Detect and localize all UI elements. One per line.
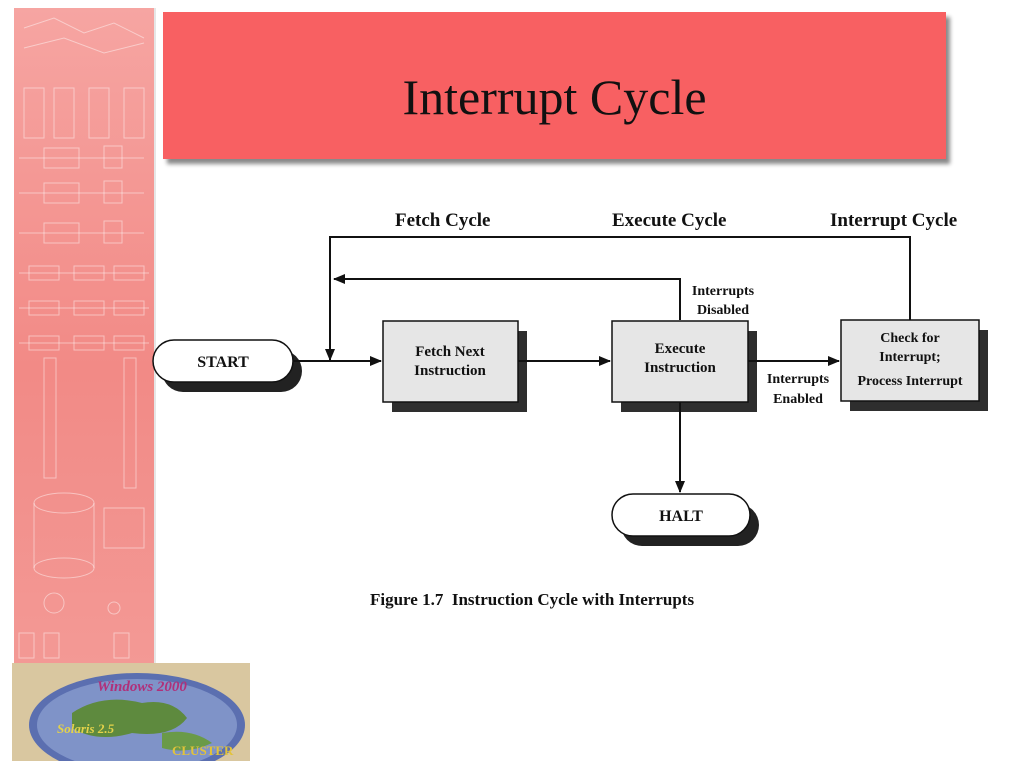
page-title: Interrupt Cycle	[402, 69, 707, 125]
logo-text-cluster: CLUSTER	[172, 743, 234, 758]
faded-circuit-background	[18, 17, 149, 659]
start-label: START	[197, 354, 249, 371]
check-box-line-3: Process Interrupt	[857, 374, 962, 389]
globe-logo-image: Windows 2000 Solaris 2.5 CLUSTER	[12, 663, 250, 761]
check-for-interrupt-box: Check for Interrupt; Process Interrupt	[840, 319, 988, 411]
interrupts-enabled-line-1: Interrupts	[767, 372, 830, 387]
interrupt-return-arrow	[325, 236, 911, 361]
title-banner: Interrupt Cycle	[163, 12, 946, 159]
stage-label-interrupt: Interrupt Cycle	[830, 210, 957, 231]
logo-text-windows: Windows 2000	[97, 679, 187, 695]
execute-box-line-2: Instruction	[644, 360, 716, 376]
cluster-logo: Windows 2000 Solaris 2.5 CLUSTER	[12, 663, 250, 761]
start-terminal: START	[152, 339, 302, 392]
check-box-line-1: Check for	[880, 331, 940, 346]
check-box-line-2: Interrupt;	[879, 350, 940, 365]
execute-box-line-1: Execute	[655, 341, 706, 357]
stage-label-fetch: Fetch Cycle	[395, 210, 490, 231]
interrupts-disabled-line-1: Interrupts	[692, 284, 755, 299]
fetch-box-line-2: Instruction	[414, 363, 486, 379]
fetch-box-line-1: Fetch Next	[415, 344, 485, 360]
interrupts-enabled-line-2: Enabled	[773, 392, 823, 407]
interrupts-disabled-return-arrow	[333, 274, 681, 320]
halt-label: HALT	[659, 508, 703, 525]
stage-label-execute: Execute Cycle	[612, 210, 726, 231]
decorative-side-strip	[14, 8, 154, 664]
fetch-next-instruction-box: Fetch Next Instruction	[382, 320, 527, 412]
interrupts-disabled-line-2: Disabled	[697, 303, 749, 318]
logo-text-solaris: Solaris 2.5	[57, 721, 115, 736]
halt-terminal: HALT	[611, 493, 759, 546]
execute-instruction-box: Execute Instruction	[611, 320, 757, 412]
figure-caption: Figure 1.7 Instruction Cycle with Interr…	[370, 590, 695, 609]
